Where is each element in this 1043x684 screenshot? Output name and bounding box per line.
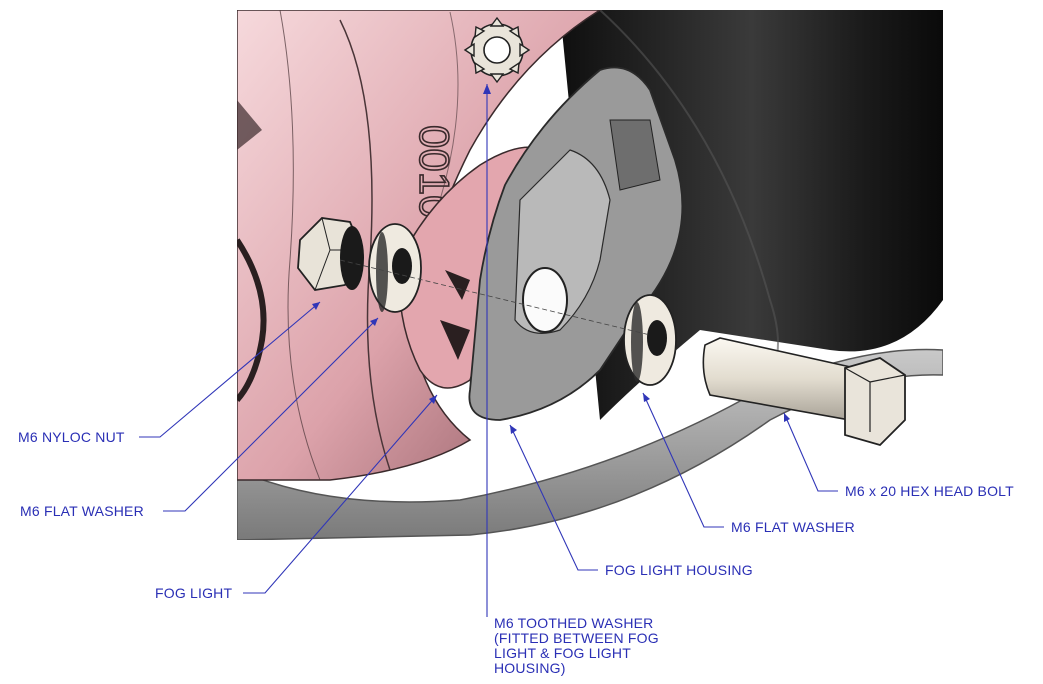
nyloc-nut-part [297, 217, 364, 291]
label-m6-toothed-washer-line4: HOUSING) [494, 660, 566, 676]
part-labels: M6 NYLOC NUT M6 FLAT WASHER FOG LIGHT M6… [18, 429, 1014, 676]
label-m6-toothed-washer-line1: M6 TOOTHED WASHER [494, 615, 654, 631]
toothed-washer-part [463, 16, 531, 84]
exploded-view-illustration: 0010 [237, 10, 943, 540]
hex-head-bolt-part [702, 337, 906, 447]
front-flat-washer-part [368, 223, 422, 313]
label-m6-toothed-washer-line2: (FITTED BETWEEN FOG [494, 630, 659, 646]
label-m6-flat-washer-rear: M6 FLAT WASHER [731, 519, 855, 535]
bracket-bolt-hole [522, 267, 568, 333]
label-fog-light: FOG LIGHT [155, 585, 232, 601]
label-m6-toothed-washer-line3: LIGHT & FOG LIGHT [494, 645, 631, 661]
label-m6-x-20-hex-head-bolt: M6 x 20 HEX HEAD BOLT [845, 483, 1014, 499]
leader-lines [139, 84, 838, 617]
label-m6-flat-washer-front: M6 FLAT WASHER [20, 503, 144, 519]
label-m6-nyloc-nut: M6 NYLOC NUT [18, 429, 125, 445]
label-fog-light-housing: FOG LIGHT HOUSING [605, 562, 753, 578]
rear-flat-washer-part [623, 294, 677, 386]
